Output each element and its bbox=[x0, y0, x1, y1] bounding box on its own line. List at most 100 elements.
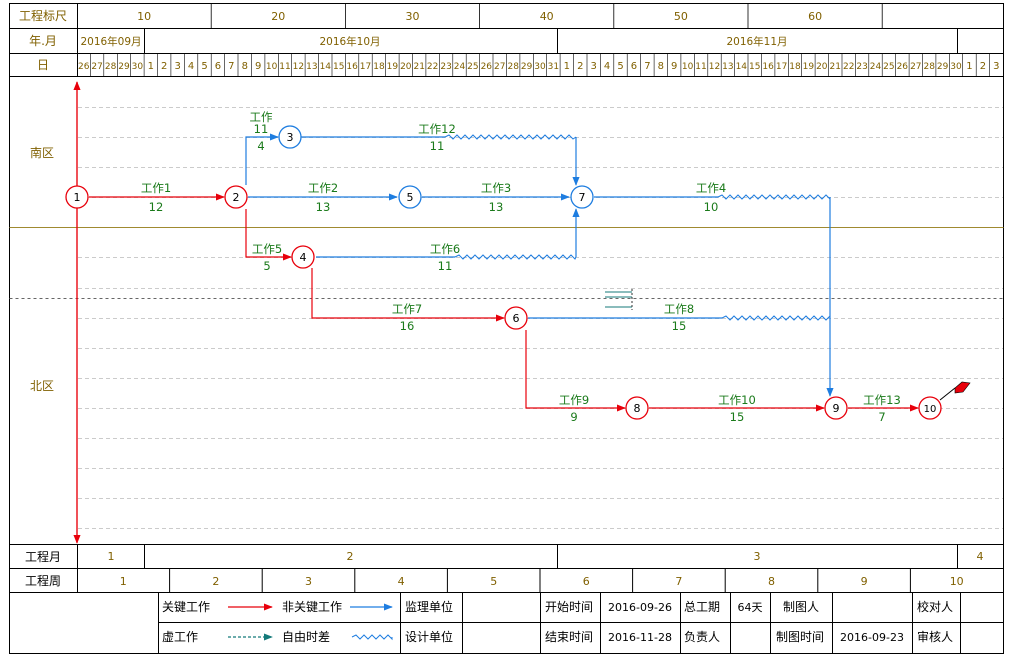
day-cell: 9 bbox=[255, 61, 261, 72]
zone-north: 北区 bbox=[30, 379, 54, 393]
scale-tick-label: 20 bbox=[271, 10, 285, 23]
day-cell: 26 bbox=[78, 62, 90, 72]
float-work12 bbox=[444, 134, 577, 140]
dur-work5: 5 bbox=[263, 259, 270, 273]
footer-month-4: 4 bbox=[977, 550, 984, 563]
day-cell: 10 bbox=[266, 62, 278, 72]
footer-week-cell: 7 bbox=[675, 575, 682, 588]
arrow-work5 bbox=[245, 209, 292, 261]
svg-text:5: 5 bbox=[407, 191, 414, 204]
day-cell: 6 bbox=[215, 61, 221, 72]
legend-dummy-label: 虚工作 bbox=[162, 630, 198, 644]
footer-month-3: 3 bbox=[754, 550, 761, 563]
node-9: 9 bbox=[824, 396, 848, 420]
dur-work4: 10 bbox=[704, 200, 719, 214]
label-work5: 工作5 bbox=[252, 242, 282, 256]
dur-work12: 11 bbox=[430, 139, 445, 153]
start-time-label: 开始时间 bbox=[545, 600, 593, 614]
day-cell: 11 bbox=[279, 62, 290, 72]
scale-tick-label: 60 bbox=[808, 10, 822, 23]
day-cell: 17 bbox=[776, 62, 787, 72]
day-cell: 14 bbox=[736, 62, 748, 72]
day-cell: 25 bbox=[467, 62, 478, 72]
draw-time-value: 2016-09-23 bbox=[840, 631, 904, 644]
legend-noncritical-label: 非关键工作 bbox=[282, 600, 342, 614]
end-time-value: 2016-11-28 bbox=[608, 631, 672, 644]
legend-float-wave bbox=[351, 634, 393, 641]
day-cell: 2 bbox=[980, 61, 986, 72]
day-cell: 15 bbox=[333, 62, 344, 72]
reviewer-label: 审核人 bbox=[917, 629, 953, 644]
svg-text:1: 1 bbox=[74, 191, 81, 204]
designer-label: 设计单位 bbox=[405, 629, 453, 644]
node-1: 1 bbox=[65, 185, 89, 209]
label-work10: 工作10 bbox=[718, 393, 756, 407]
day-cell: 13 bbox=[306, 62, 317, 72]
day-cell: 9 bbox=[671, 61, 677, 72]
svg-text:10: 10 bbox=[924, 404, 937, 415]
label-work2: 工作2 bbox=[308, 181, 338, 195]
day-cell: 29 bbox=[937, 62, 949, 72]
legend-frame bbox=[158, 592, 1004, 654]
day-cell: 10 bbox=[682, 62, 694, 72]
month-sep: 2016年09月 bbox=[80, 35, 141, 48]
label-work12: 工作12 bbox=[418, 122, 456, 136]
day-cell: 14 bbox=[320, 62, 332, 72]
critical-arrows bbox=[89, 193, 919, 412]
owner-label: 负责人 bbox=[684, 630, 720, 644]
day-cell: 27 bbox=[910, 62, 921, 72]
day-cell: 28 bbox=[507, 62, 519, 72]
day-cell: 18 bbox=[789, 62, 801, 72]
day-cell: 27 bbox=[494, 62, 505, 72]
arrow-work9 bbox=[525, 330, 626, 412]
footer-week-cell: 1 bbox=[120, 575, 127, 588]
arrow-work-3 bbox=[245, 133, 279, 185]
day-cell: 29 bbox=[118, 62, 130, 72]
label-work1: 工作1 bbox=[141, 181, 171, 195]
day-cell: 30 bbox=[132, 62, 144, 72]
dur-work: 11 bbox=[254, 122, 269, 136]
scale-tick-label: 50 bbox=[674, 10, 688, 23]
footer-week-cell: 6 bbox=[583, 575, 590, 588]
day-cell: 26 bbox=[897, 62, 909, 72]
day-cell: 13 bbox=[722, 62, 733, 72]
day-cell: 7 bbox=[228, 61, 234, 72]
day-cell: 27 bbox=[91, 62, 102, 72]
label-work3: 工作3 bbox=[481, 181, 511, 195]
day-cell: 15 bbox=[749, 62, 760, 72]
scale-tick-label: 40 bbox=[540, 10, 554, 23]
day-cell: 22 bbox=[427, 62, 438, 72]
day-cell: 11 bbox=[695, 62, 706, 72]
day-cell: 22 bbox=[843, 62, 854, 72]
node-8: 8 bbox=[625, 396, 649, 420]
svg-text:7: 7 bbox=[579, 191, 586, 204]
day-cell: 21 bbox=[413, 62, 424, 72]
day-cell: 30 bbox=[950, 62, 962, 72]
dur-work8: 15 bbox=[672, 319, 687, 333]
legend-critical-label: 关键工作 bbox=[162, 600, 210, 614]
day-cell: 30 bbox=[534, 62, 546, 72]
dur-work-edge: 4 bbox=[257, 139, 264, 153]
day-cell: 31 bbox=[548, 62, 559, 72]
dur-work13: 7 bbox=[878, 410, 885, 424]
svg-text:8: 8 bbox=[634, 402, 641, 415]
arrow-work7 bbox=[311, 268, 505, 322]
node-6: 6 bbox=[504, 306, 528, 330]
day-cell: 28 bbox=[105, 62, 117, 72]
scale-tick-label: 30 bbox=[406, 10, 420, 23]
day-cell: 23 bbox=[440, 62, 451, 72]
day-cell: 8 bbox=[242, 61, 248, 72]
day-cell: 24 bbox=[870, 62, 882, 72]
footer-week-cell: 9 bbox=[861, 575, 868, 588]
day-cell: 25 bbox=[883, 62, 894, 72]
end-time-label: 结束时间 bbox=[545, 630, 593, 644]
month-row-label: 年.月 bbox=[29, 34, 57, 48]
day-cell: 18 bbox=[373, 62, 385, 72]
dur-work10: 15 bbox=[730, 410, 745, 424]
day-cell: 1 bbox=[564, 61, 570, 72]
dur-work6: 11 bbox=[438, 259, 453, 273]
svg-text:2: 2 bbox=[233, 191, 240, 204]
day-cell: 24 bbox=[454, 62, 466, 72]
